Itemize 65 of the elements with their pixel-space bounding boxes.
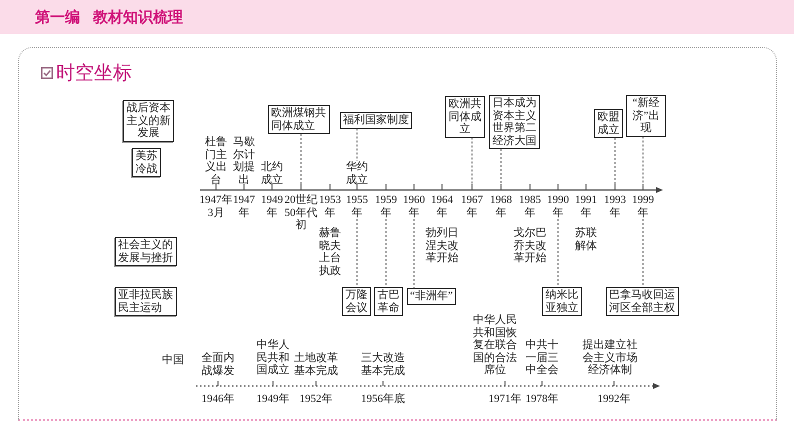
- event-box: 福利国家制度: [340, 112, 412, 128]
- event-label: 三大改造基本完成: [360, 352, 406, 377]
- category-box: 美苏冷战: [132, 148, 161, 177]
- leader-line: [642, 136, 644, 186]
- category-box: 亚非拉民族民主运动: [115, 287, 177, 316]
- year-label: 1967年: [460, 194, 484, 219]
- event-box: 日本成为资本主义世界第二经济大国: [489, 95, 540, 149]
- event-label: 戈尔巴乔夫改革开始: [513, 227, 547, 264]
- event-label: 赫鲁晓夫上台执政: [318, 227, 342, 277]
- year-label: 1949年: [260, 194, 284, 219]
- section-title: 时空坐标: [56, 61, 132, 86]
- year-label: 1947年3月: [199, 194, 233, 219]
- event-box: 纳米比亚独立: [542, 287, 582, 316]
- event-label: 北约成立: [260, 161, 284, 186]
- event-box: “新经济”出现: [626, 95, 666, 136]
- event-box: 巴拿马收回运河区全部主权: [606, 287, 679, 316]
- event-box: 欧盟成立: [594, 109, 623, 138]
- year-label: 1968年: [489, 194, 513, 219]
- year-label: 1992年: [598, 392, 630, 405]
- leader-line: [614, 138, 616, 186]
- event-label: 华约成立: [346, 161, 368, 186]
- event-box: 古巴革命: [374, 287, 403, 316]
- year-label: 1960年: [402, 194, 426, 219]
- timeline-axis: [200, 184, 663, 193]
- leader-line: [300, 134, 302, 186]
- year-label: 1964年: [430, 194, 454, 219]
- year-label: 1990年: [546, 194, 570, 219]
- event-label: 提出建立社会主义市场经济体制: [582, 339, 638, 376]
- year-label: 1953年: [318, 194, 342, 219]
- category-box: 战后资本主义的新发展: [123, 100, 174, 142]
- year-label: 1955年: [345, 194, 369, 219]
- header-title: 第一编 教材知识梳理: [35, 8, 184, 27]
- event-label: 全面内战爆发: [201, 352, 235, 377]
- year-label: 1978年: [526, 392, 558, 405]
- event-label: 马歇尔计划提出: [232, 136, 256, 186]
- year-label: 1956年底: [361, 393, 405, 406]
- category-box: 社会主义的发展与挫折: [115, 237, 177, 266]
- event-box: 欧洲共同体成立: [445, 96, 485, 138]
- leader-line: [642, 218, 644, 288]
- leader-line: [356, 128, 358, 162]
- timeline-axis: [196, 380, 660, 389]
- leader-line: [500, 148, 502, 186]
- row-label: 中国: [162, 354, 184, 366]
- event-label: 中共十一届三中全会: [525, 339, 559, 376]
- year-label: 1946年: [202, 393, 234, 406]
- event-label: 杜鲁门主义出台: [204, 136, 228, 186]
- year-label: 1952年: [300, 393, 332, 406]
- event-label: 中华人民共和国成立: [256, 339, 290, 376]
- year-label: 1947年: [232, 194, 256, 219]
- year-label: 1971年: [488, 392, 522, 405]
- year-label: 1999年: [631, 194, 655, 219]
- year-label: 1985年: [518, 194, 542, 219]
- year-label: 20世纪50年代初: [284, 194, 318, 232]
- event-box: “非洲年”: [407, 288, 456, 304]
- year-label: 1959年: [374, 194, 398, 219]
- event-box: 欧洲煤钢共同体成立: [268, 105, 330, 134]
- leader-line: [356, 218, 358, 288]
- event-label: 中华人民共和国恢复在联合国的合法席位: [472, 314, 518, 376]
- event-label: 勃列日涅夫改革开始: [425, 227, 459, 264]
- event-label: 苏联解体: [574, 227, 598, 252]
- year-label: 1993年: [603, 194, 627, 219]
- event-label: 土地改革基本完成: [294, 352, 338, 377]
- event-box: 万隆会议: [342, 287, 371, 316]
- year-label: 1991年: [574, 194, 598, 219]
- year-label: 1949年: [256, 392, 290, 405]
